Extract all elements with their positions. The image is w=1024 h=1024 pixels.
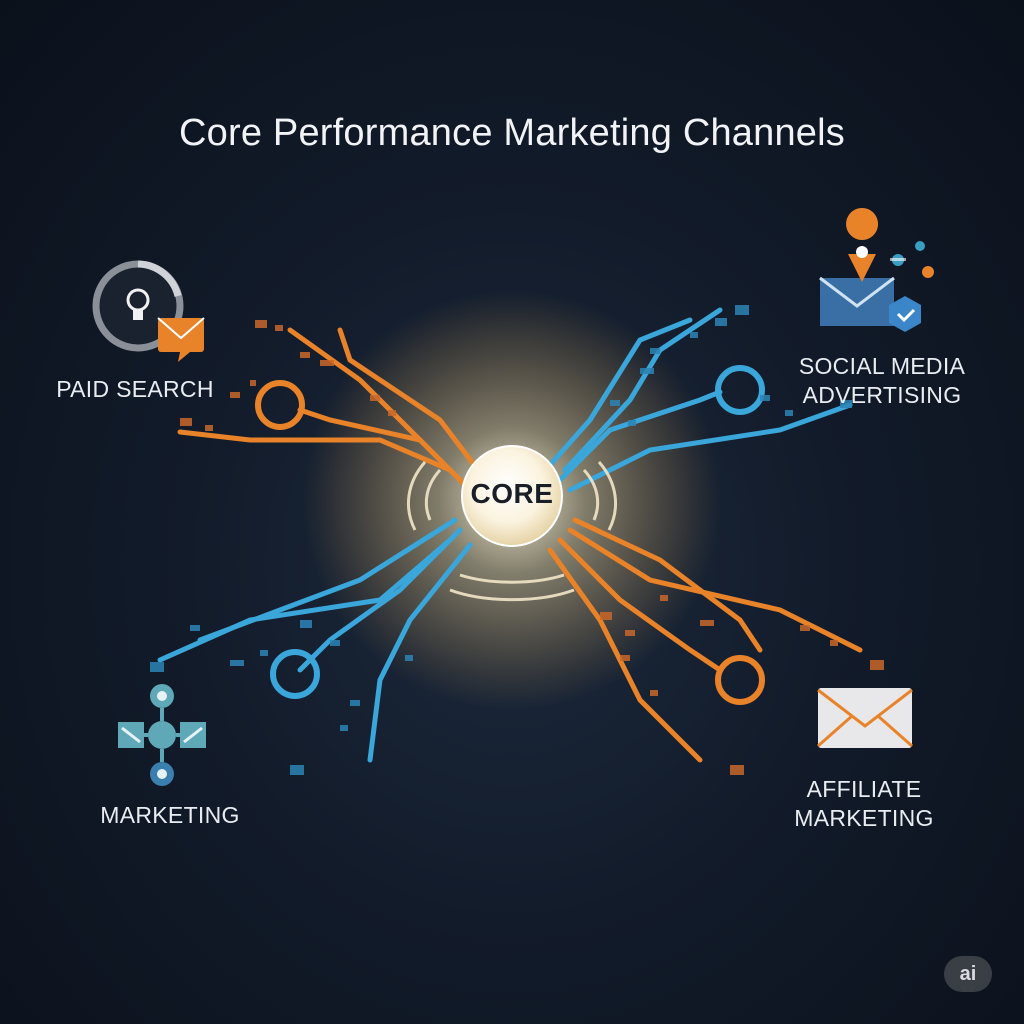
trace-node-lower-left (270, 649, 320, 699)
core-orb (461, 445, 563, 547)
channel-paid-search: PAID SEARCH (52, 375, 218, 404)
data-bits-blue (150, 305, 852, 775)
trace-node-lower-right (715, 655, 765, 705)
channel-marketing: MARKETING (92, 801, 248, 830)
map-pin-envelope-icon (819, 208, 934, 332)
channel-label-social-line1: SOCIAL MEDIA (798, 353, 966, 379)
core-label: CORE (470, 478, 554, 509)
channel-affiliate: AFFILIATE MARKETING (786, 775, 942, 833)
trace-upper-right (547, 307, 853, 493)
envelope-icon (817, 688, 913, 748)
channel-label-affiliate-line2: MARKETING (794, 805, 934, 831)
channel-label-social-line2: ADVERTISING (802, 382, 962, 408)
trace-node-upper-left (255, 380, 305, 430)
data-bits-orange (180, 320, 884, 775)
page-title: Core Performance Marketing Channels (179, 112, 845, 154)
trace-node-upper-right (715, 365, 765, 415)
network-nodes-icon (118, 684, 206, 786)
channel-label-paid-search: PAID SEARCH (56, 376, 214, 402)
core-rings (407, 461, 617, 602)
ai-badge: ai (944, 956, 992, 992)
lightbulb-envelope-icon (92, 260, 205, 362)
channel-label-affiliate-line1: AFFILIATE (806, 776, 922, 802)
trace-lower-left (157, 517, 473, 763)
channel-label-marketing: MARKETING (100, 802, 240, 828)
channel-social-media: SOCIAL MEDIA ADVERTISING (790, 352, 974, 410)
